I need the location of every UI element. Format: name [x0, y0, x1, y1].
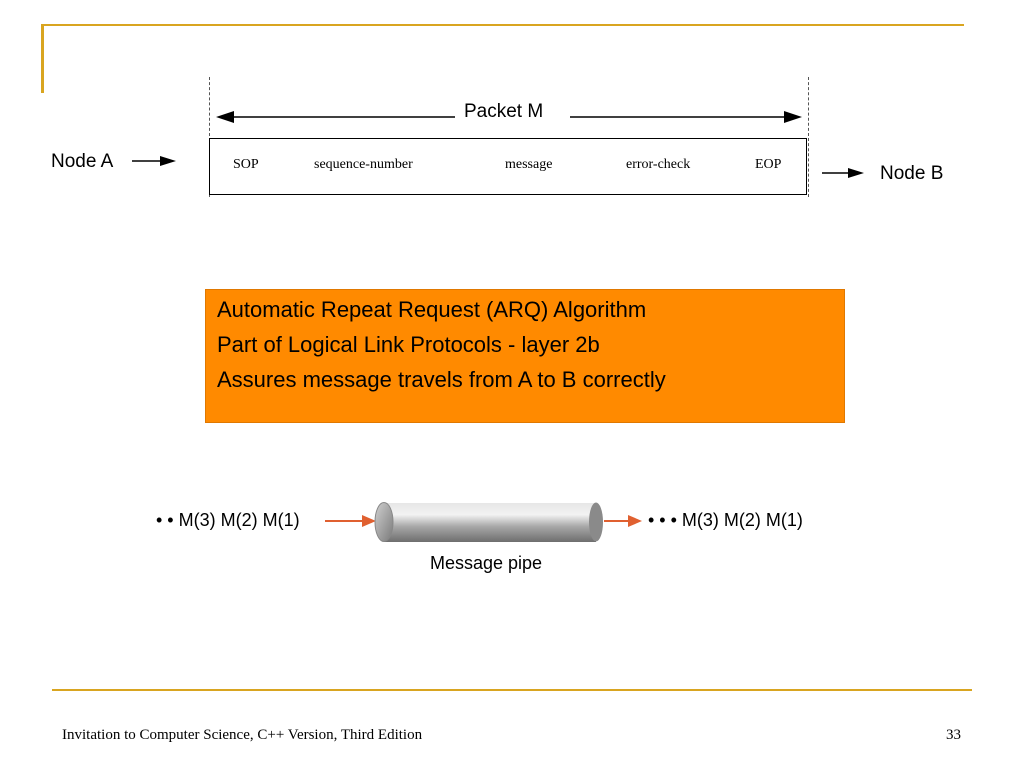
packet-left-boundary: [209, 77, 210, 197]
field-eop: EOP: [755, 157, 782, 172]
top-accent-line: [41, 24, 964, 26]
arq-line-3: Assures message travels from A to B corr…: [217, 367, 666, 392]
node-a-label: Node A: [51, 151, 114, 172]
field-message: message: [505, 157, 553, 172]
node-a-arrow-head: [160, 156, 176, 166]
span-arrow-right-head: [784, 111, 802, 123]
page-number: 33: [946, 727, 961, 743]
pipe-right-end: [589, 502, 603, 542]
field-sop: SOP: [233, 157, 259, 172]
packet-right-boundary: [808, 77, 809, 197]
footer-rule: [52, 689, 972, 691]
field-sequence-number: sequence-number: [314, 157, 413, 172]
arq-line-2: Part of Logical Link Protocols - layer 2…: [217, 332, 600, 357]
left-accent-line: [41, 25, 44, 93]
pipe-input-messages: • • M(3) M(2) M(1): [156, 510, 300, 530]
pipe-left-end: [374, 502, 394, 542]
pipe-body: [384, 503, 596, 542]
packet-box: [209, 138, 807, 195]
pipe-out-arrow-head: [628, 515, 642, 527]
arq-info-box: Automatic Repeat Request (ARQ) Algorithm…: [205, 289, 845, 423]
field-error-check: error-check: [626, 157, 691, 172]
node-b-label: Node B: [880, 163, 944, 184]
pipe-output-messages: • • • M(3) M(2) M(1): [648, 510, 803, 530]
pipe-in-arrow-head: [362, 515, 376, 527]
arq-line-1: Automatic Repeat Request (ARQ) Algorithm: [217, 297, 647, 322]
packet-title: Packet M: [464, 101, 544, 122]
span-arrow-left-head: [216, 111, 234, 123]
node-b-arrow-head: [848, 168, 864, 178]
footer-text: Invitation to Computer Science, C++ Vers…: [62, 727, 423, 743]
pipe-caption: Message pipe: [430, 553, 543, 573]
